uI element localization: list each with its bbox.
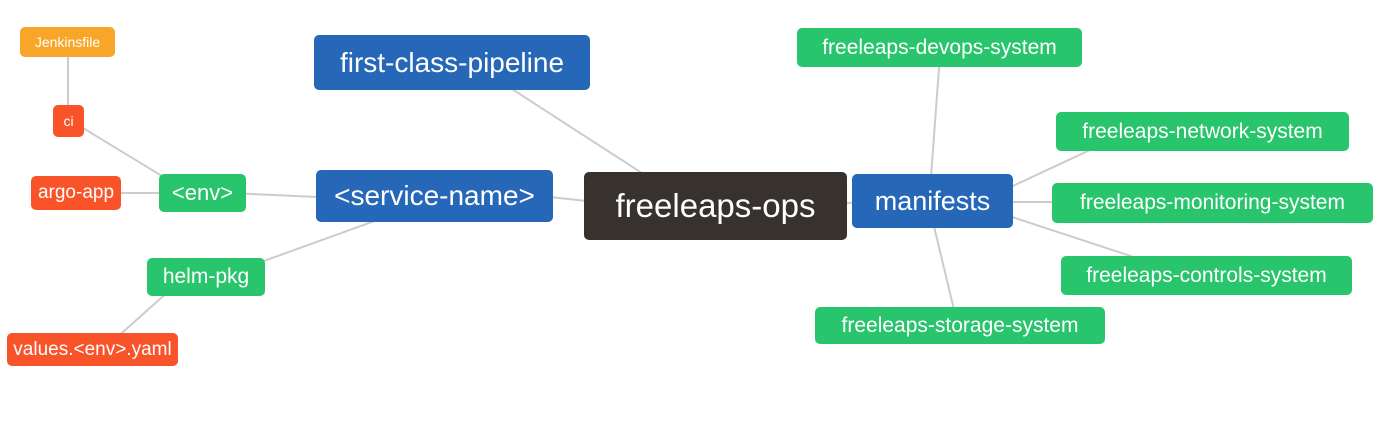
edge-manifests-controls-system xyxy=(999,212,1156,265)
node-helm-pkg-label: helm-pkg xyxy=(162,265,250,288)
node-service-name[interactable]: <service-name> xyxy=(316,170,553,222)
node-freeleaps-monitoring-system[interactable]: freeleaps-monitoring-system xyxy=(1052,183,1373,223)
node-values-env-yaml[interactable]: values.<env>.yaml xyxy=(7,333,178,366)
node-freeleaps-devops-system-label: freeleaps-devops-system xyxy=(822,35,1057,59)
node-freeleaps-devops-system[interactable]: freeleaps-devops-system xyxy=(797,28,1082,67)
node-argo-app[interactable]: argo-app xyxy=(31,176,121,210)
edge-manifests-devops-system xyxy=(929,54,941,191)
node-env[interactable]: <env> xyxy=(159,174,246,212)
node-freeleaps-controls-system[interactable]: freeleaps-controls-system xyxy=(1061,256,1352,295)
node-ci[interactable]: ci xyxy=(53,105,84,137)
node-jenkinsfile-label: Jenkinsfile xyxy=(34,34,101,50)
node-freeleaps-network-system-label: freeleaps-network-system xyxy=(1082,119,1323,143)
node-first-class-pipeline-label: first-class-pipeline xyxy=(339,46,565,78)
node-argo-app-label: argo-app xyxy=(37,182,115,203)
edge-manifests-storage-system xyxy=(931,217,957,319)
edge-first-class-pipeline-freeleaps-ops xyxy=(497,79,663,187)
node-freeleaps-storage-system[interactable]: freeleaps-storage-system xyxy=(815,307,1105,344)
node-service-name-label: <service-name> xyxy=(334,180,535,211)
node-first-class-pipeline[interactable]: first-class-pipeline xyxy=(314,35,590,90)
node-env-label: <env> xyxy=(171,180,234,205)
node-values-env-yaml-label: values.<env>.yaml xyxy=(13,338,172,360)
node-manifests[interactable]: manifests xyxy=(852,174,1013,228)
node-manifests-label: manifests xyxy=(874,185,991,216)
node-helm-pkg[interactable]: helm-pkg xyxy=(147,258,265,296)
node-jenkinsfile[interactable]: Jenkinsfile xyxy=(20,27,115,57)
node-freeleaps-controls-system-label: freeleaps-controls-system xyxy=(1086,263,1327,287)
node-freeleaps-network-system[interactable]: freeleaps-network-system xyxy=(1056,112,1349,151)
node-freeleaps-monitoring-system-label: freeleaps-monitoring-system xyxy=(1080,191,1345,214)
node-ci-label: ci xyxy=(63,113,74,129)
node-freeleaps-ops-root[interactable]: freeleaps-ops xyxy=(584,172,847,240)
edge-manifests-network-system xyxy=(999,142,1106,193)
node-freeleaps-storage-system-label: freeleaps-storage-system xyxy=(841,313,1079,337)
node-freeleaps-ops-label: freeleaps-ops xyxy=(615,187,816,224)
